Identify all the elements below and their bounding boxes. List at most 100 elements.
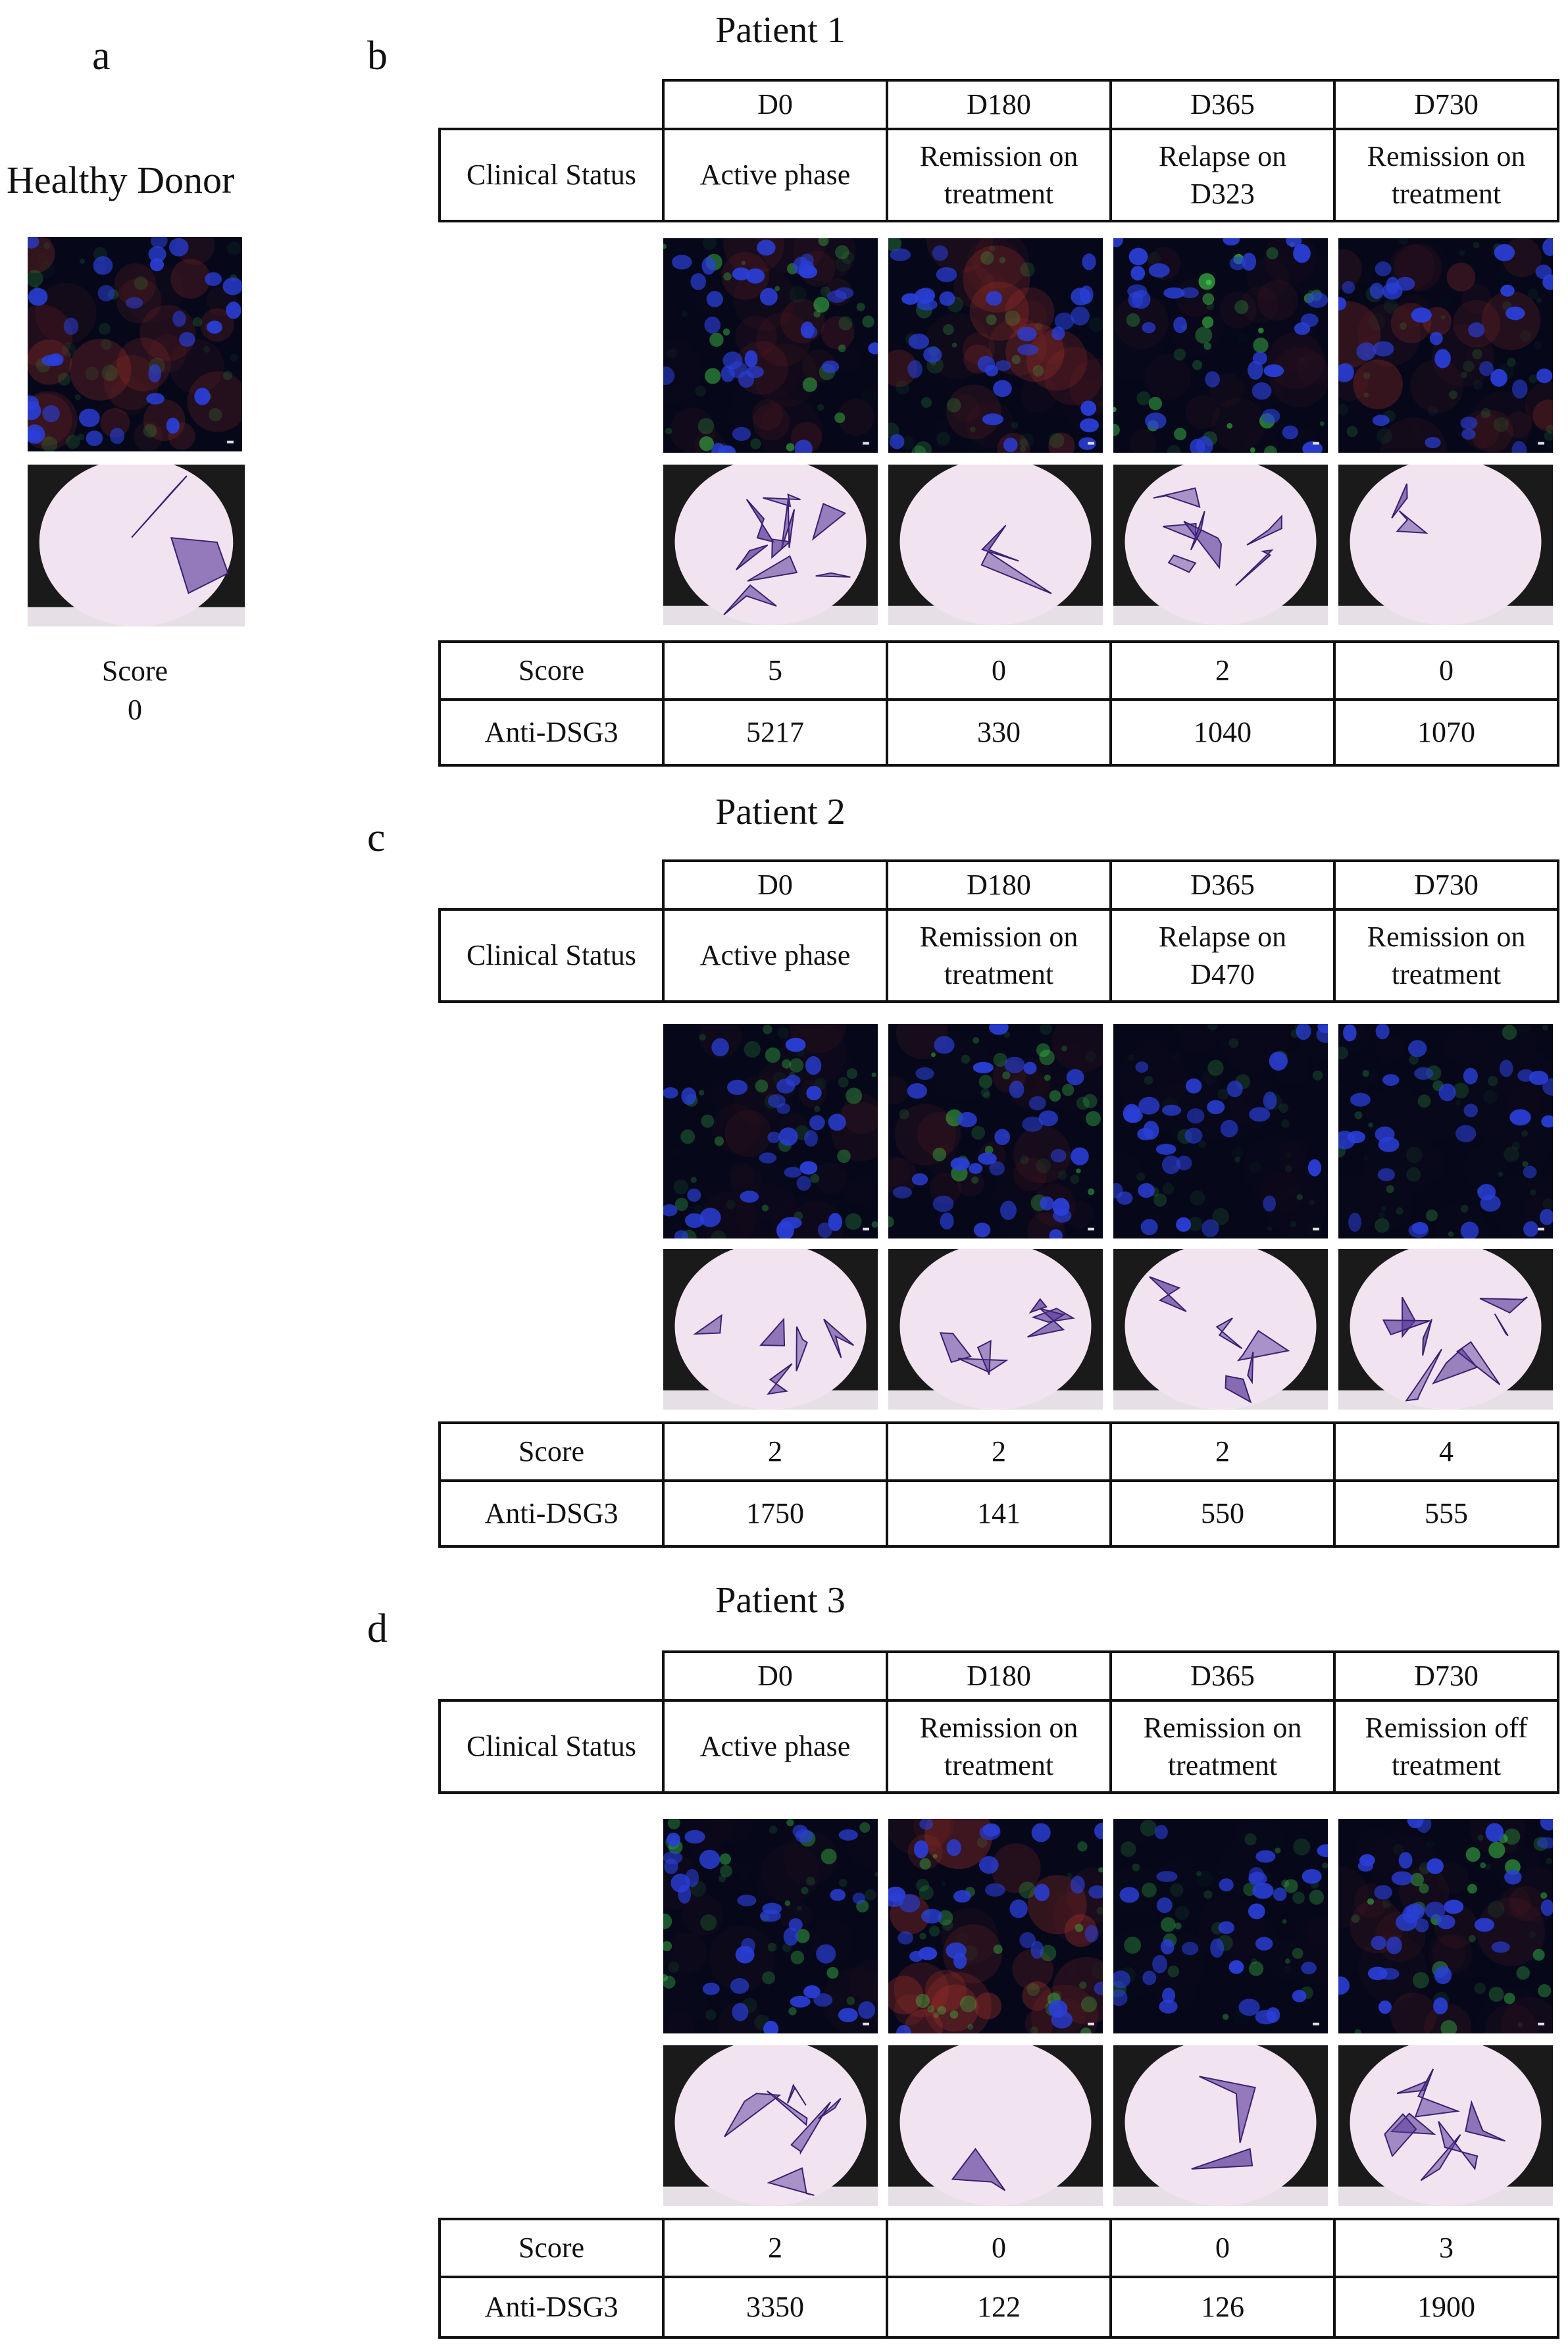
status-line: Remission off	[1365, 1711, 1528, 1744]
patient-2-d365-dish-image	[1113, 1249, 1328, 1410]
patient-1-d180-fluorescence-image	[888, 238, 1103, 453]
clinical-status-label: Clinical Status	[438, 128, 665, 222]
status-line: Remission on	[919, 920, 1078, 953]
table-corner	[440, 861, 663, 909]
anti-dsg3-value: 1750	[662, 1479, 888, 1548]
anti-dsg3-value: 126	[1109, 2276, 1336, 2339]
anti-dsg3-label: Anti-DSG3	[438, 2276, 665, 2339]
patient-2-score-table: Score 2 2 2 4 Anti-DSG3 1750 141 550 555	[438, 1421, 1559, 1548]
anti-dsg3-value: 330	[886, 698, 1112, 767]
anti-dsg3-label: Anti-DSG3	[438, 698, 665, 767]
status-line: D470	[1190, 958, 1255, 990]
panel-letter-d: d	[367, 1606, 388, 1651]
clinical-status-cell: Remission on treatment	[886, 128, 1112, 222]
patient-1-d365-fluorescence-image	[1113, 238, 1328, 453]
patient-3-status-table: D0 D180 D365 D730 Clinical Status Active…	[438, 1650, 1559, 1794]
timepoint-header: D0	[662, 1650, 888, 1702]
anti-dsg3-value: 122	[886, 2276, 1112, 2339]
timepoint-header: D730	[1333, 79, 1559, 130]
healthy-donor-score: Score 0	[59, 651, 211, 730]
score-value: 5	[662, 640, 888, 701]
timepoint-header: D180	[886, 79, 1112, 130]
clinical-status-cell: Active phase	[662, 1699, 888, 1794]
status-line: treatment	[944, 178, 1054, 210]
timepoint-header: D0	[662, 859, 888, 911]
score-value: 2	[1109, 1421, 1336, 1482]
score-value: 2	[662, 1421, 888, 1482]
clinical-status-cell: Remission on treatment	[1333, 908, 1559, 1003]
clinical-status-cell: Relapse on D470	[1109, 908, 1336, 1003]
patient-3-d180-dish-image	[888, 2045, 1103, 2206]
status-line: Remission on	[919, 1711, 1078, 1744]
anti-dsg3-value: 1900	[1333, 2276, 1559, 2339]
patient-1-d730-dish-image	[1338, 465, 1553, 625]
patient-2-d365-fluorescence-image	[1113, 1024, 1328, 1238]
status-line: Remission on	[1367, 140, 1526, 172]
anti-dsg3-value: 3350	[662, 2276, 888, 2339]
timepoint-header: D365	[1109, 79, 1336, 130]
timepoint-header: D365	[1109, 1650, 1336, 1702]
clinical-status-cell: Active phase	[662, 908, 888, 1003]
panel-letter-b: b	[367, 34, 388, 78]
patient-3-d730-dish-image	[1338, 2045, 1553, 2206]
score-value: 2	[886, 1421, 1112, 1482]
patient-3-d0-dish-image	[663, 2045, 878, 2206]
anti-dsg3-value: 1070	[1333, 698, 1559, 767]
patient-1-d730-fluorescence-image	[1338, 238, 1553, 453]
score-value: 2	[1109, 640, 1336, 701]
healthy-donor-dish-image	[28, 465, 245, 626]
status-line: treatment	[944, 1749, 1054, 1781]
patient-1-title: Patient 1	[715, 10, 846, 51]
anti-dsg3-value: 1040	[1109, 698, 1336, 767]
healthy-donor-title: Healthy Donor	[7, 159, 235, 201]
status-line: Remission on	[1367, 920, 1526, 953]
score-value: 0	[1333, 640, 1559, 701]
patient-2-status-table: D0 D180 D365 D730 Clinical Status Active…	[438, 859, 1559, 1003]
patient-3-d365-dish-image	[1113, 2045, 1328, 2206]
status-line: Active phase	[699, 159, 851, 191]
patient-3-d730-fluorescence-image	[1338, 1819, 1553, 2033]
clinical-status-cell: Remission on treatment	[886, 908, 1112, 1003]
score-value: 0	[1109, 2218, 1336, 2278]
anti-dsg3-value: 550	[1109, 1479, 1336, 1548]
patient-1-score-table: Score 5 0 2 0 Anti-DSG3 5217 330 1040 10…	[438, 640, 1559, 767]
score-value: 2	[662, 2218, 888, 2278]
patient-2-d180-fluorescence-image	[888, 1024, 1103, 1238]
patient-2-title: Patient 2	[715, 792, 846, 832]
clinical-status-cell: Remission on treatment	[886, 1699, 1112, 1794]
patient-2-d0-fluorescence-image	[663, 1024, 878, 1238]
score-label: Score	[438, 2218, 665, 2278]
patient-2-d0-dish-image	[663, 1249, 878, 1410]
score-label: Score	[438, 1421, 665, 1482]
status-line: treatment	[1391, 958, 1502, 990]
patient-1-d0-fluorescence-image	[663, 238, 878, 453]
patient-1-d180-dish-image	[888, 465, 1103, 625]
anti-dsg3-value: 555	[1333, 1479, 1559, 1548]
healthy-donor-score-value: 0	[128, 694, 142, 727]
status-line: D323	[1190, 178, 1255, 210]
patient-2-d180-dish-image	[888, 1249, 1103, 1410]
patient-1-status-table: D0 D180 D365 D730 Clinical Status Active…	[438, 79, 1559, 222]
patient-1-d0-dish-image	[663, 465, 878, 625]
status-line: Active phase	[699, 939, 851, 972]
status-line: Active phase	[699, 1730, 851, 1763]
score-value: 0	[886, 640, 1112, 701]
patient-3-d365-fluorescence-image	[1113, 1819, 1328, 2033]
timepoint-header: D365	[1109, 859, 1336, 911]
status-line: Remission on	[1143, 1711, 1302, 1744]
patient-3-title: Patient 3	[715, 1580, 846, 1621]
score-value: 0	[886, 2218, 1112, 2278]
status-line: Relapse on	[1158, 920, 1287, 953]
anti-dsg3-value: 5217	[662, 698, 888, 767]
timepoint-header: D180	[886, 1650, 1112, 1702]
status-line: treatment	[944, 958, 1054, 990]
timepoint-header: D180	[886, 859, 1112, 911]
timepoint-header: D730	[1333, 859, 1559, 911]
timepoint-header: D730	[1333, 1650, 1559, 1702]
panel-letter-a: a	[92, 34, 111, 78]
status-line: Remission on	[919, 140, 1078, 172]
